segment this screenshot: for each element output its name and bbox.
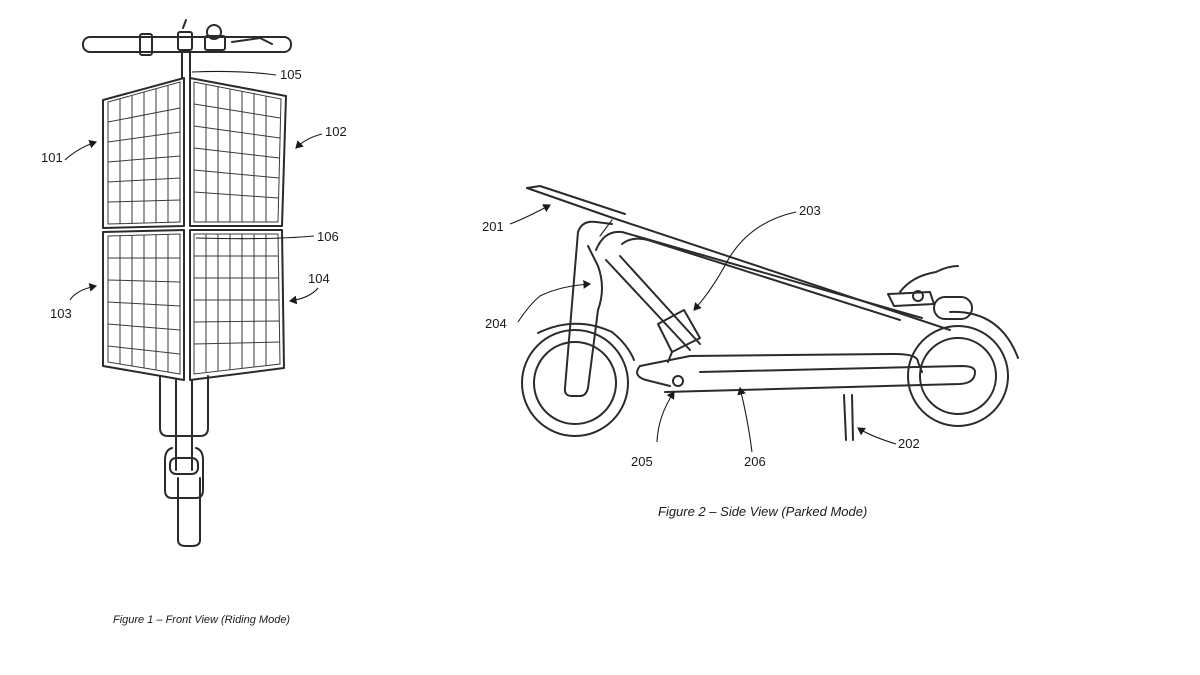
solar-panel-102 bbox=[189, 77, 287, 227]
folded-handlebar bbox=[887, 265, 973, 320]
solar-panel-101 bbox=[102, 77, 185, 229]
solar-panel-104 bbox=[189, 229, 285, 381]
label-104: 104 bbox=[308, 271, 330, 286]
label-201: 201 bbox=[482, 219, 504, 234]
label-206: 206 bbox=[744, 454, 766, 469]
stem-and-fork bbox=[563, 220, 613, 397]
figure-1-front-view: 101 102 103 104 105 106 Figure 1 – Front… bbox=[41, 19, 347, 626]
figure-1-caption: Figure 1 – Front View (Riding Mode) bbox=[113, 614, 290, 626]
label-106: 106 bbox=[317, 229, 339, 244]
label-105: 105 bbox=[280, 67, 302, 82]
front-wheel bbox=[521, 322, 635, 437]
solar-panel-103 bbox=[102, 229, 185, 381]
handlebar bbox=[82, 19, 292, 56]
kickstand bbox=[843, 394, 854, 441]
leader-lines-fig2 bbox=[509, 204, 897, 453]
hinge bbox=[672, 375, 684, 387]
label-202: 202 bbox=[898, 436, 920, 451]
label-205: 205 bbox=[631, 454, 653, 469]
label-203: 203 bbox=[799, 203, 821, 218]
figure-2-caption: Figure 2 – Side View (Parked Mode) bbox=[658, 504, 867, 519]
stem bbox=[181, 51, 191, 79]
label-101: 101 bbox=[41, 150, 63, 165]
figure-2-side-view: 201 202 203 204 205 206 Figure 2 – Side … bbox=[482, 185, 1019, 519]
solar-panel-lid bbox=[526, 185, 951, 331]
label-204: 204 bbox=[485, 316, 507, 331]
label-103: 103 bbox=[50, 306, 72, 321]
deck bbox=[636, 353, 976, 393]
front-fork-and-wheel bbox=[159, 375, 209, 547]
leader-lines-fig1 bbox=[64, 70, 323, 305]
rear-wheel bbox=[907, 310, 1019, 427]
label-102: 102 bbox=[325, 124, 347, 139]
folded-frame bbox=[595, 230, 923, 351]
